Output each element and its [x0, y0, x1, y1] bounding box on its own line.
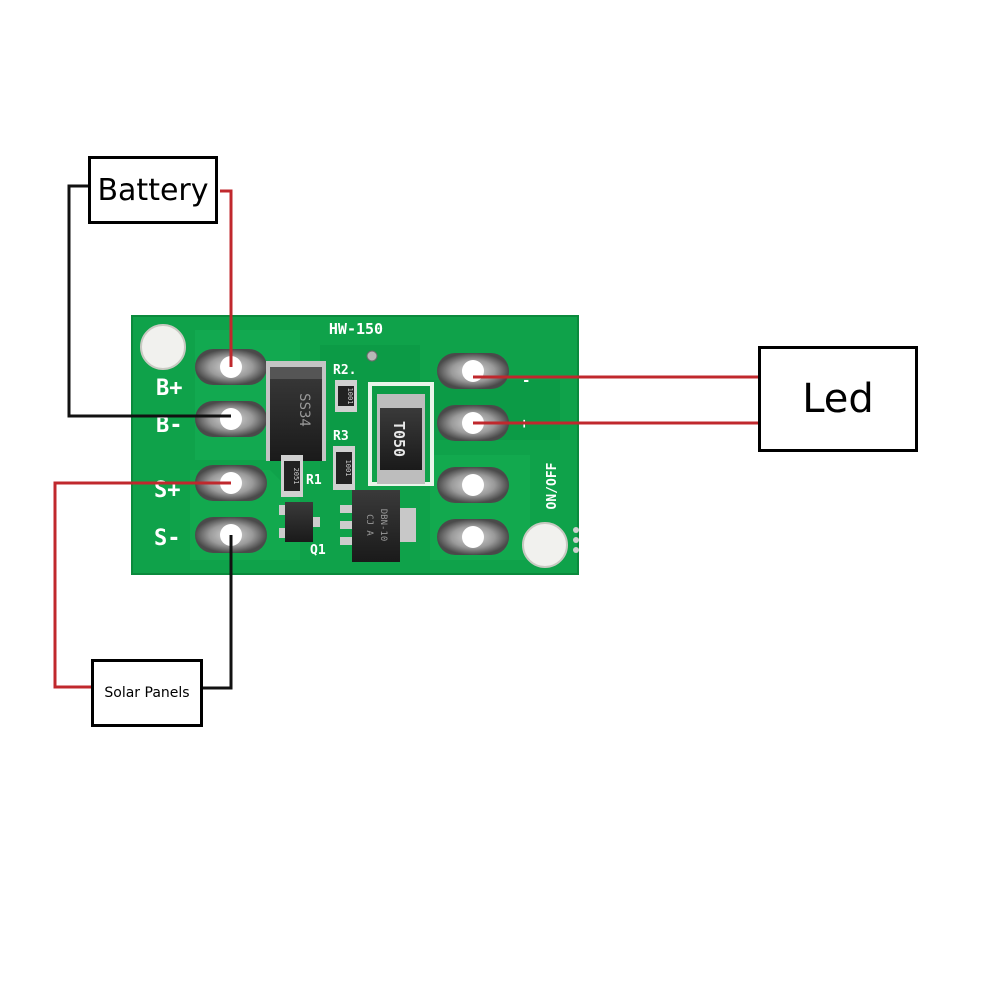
silk-switch: ON/OFF — [545, 462, 560, 509]
pad-b-minus — [195, 401, 267, 437]
pad-led-minus — [437, 353, 509, 389]
solar-panels-label-box: Solar Panels — [91, 659, 203, 727]
wire-solar-positive — [53, 481, 231, 689]
resistor-r2 — [335, 380, 357, 412]
wire-battery-positive — [220, 189, 233, 367]
transistor-q1 — [279, 502, 320, 542]
ic-chip — [340, 490, 416, 562]
silk-s-minus: S- — [154, 526, 181, 551]
silk-r1: R1 — [306, 473, 322, 488]
inductor-t050 — [377, 394, 425, 484]
resistor-r3 — [333, 446, 355, 490]
silk-q1: Q1 — [310, 543, 326, 558]
wire-solar-negative — [203, 535, 233, 690]
diode-marking: SS34 — [296, 393, 312, 427]
r2-marking: 1001 — [346, 388, 354, 405]
mounting-hole — [522, 522, 568, 568]
led-label-box: Led — [758, 346, 918, 452]
r1-marking: 2051 — [292, 468, 300, 485]
battery-label-box: Battery — [88, 156, 218, 224]
resistor-r1 — [281, 455, 303, 497]
silk-led-minus-mark: - — [522, 373, 530, 389]
pad-switch-1 — [437, 467, 509, 503]
silk-r3: R3 — [333, 429, 349, 444]
mounting-hole — [140, 324, 186, 370]
r3-marking: 1001 — [344, 460, 352, 477]
wire-battery-negative — [67, 184, 231, 418]
ic-marking-line1: CJ A — [364, 514, 374, 536]
diode-ss34 — [266, 361, 326, 461]
board-model-label: HW-150 — [329, 320, 383, 338]
pad-switch-2 — [437, 519, 509, 555]
ic-marking-line2: DBN-10 — [378, 509, 388, 542]
inductor-marking: T050 — [390, 421, 408, 457]
silk-r2: R2. — [333, 363, 356, 378]
silk-b-plus: B+ — [156, 376, 183, 401]
